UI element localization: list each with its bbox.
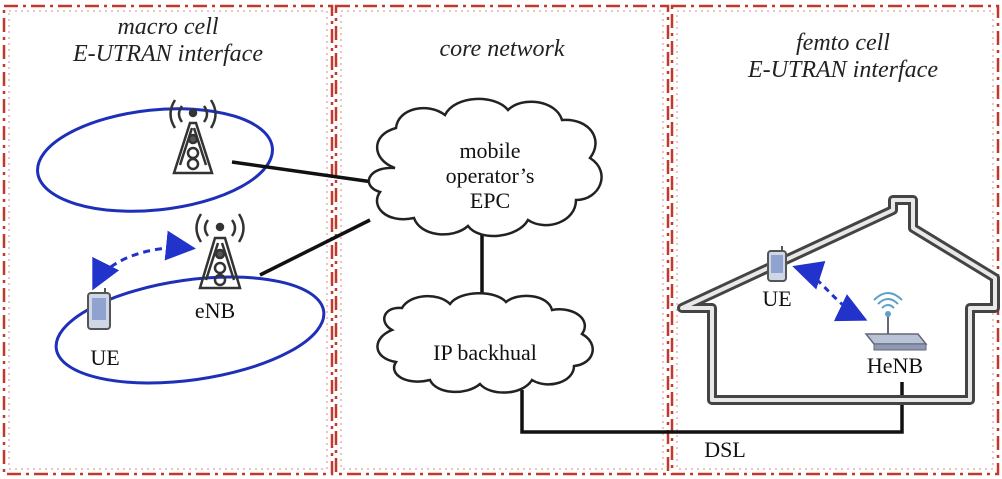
panel-core-network xyxy=(334,4,670,476)
femto-title-line2: E-UTRAN interface xyxy=(748,57,938,83)
femto-ue-phone-icon xyxy=(767,246,787,282)
macro-cell-tower-icon xyxy=(169,99,217,175)
macro-panel-title: macro cell E-UTRAN interface xyxy=(28,14,308,68)
femto-title-line1: femto cell xyxy=(796,30,890,56)
ip-backhaul-cloud-icon xyxy=(376,292,594,394)
panel-femto-cell xyxy=(670,4,1000,476)
panel-macro-cell xyxy=(2,4,334,476)
enb-tower-icon xyxy=(195,213,245,290)
epc-cloud-icon xyxy=(367,97,603,238)
macro-ue-phone-icon xyxy=(87,288,111,330)
link-tower-epc xyxy=(231,160,381,185)
epc-label-line2: operator’s xyxy=(445,163,535,188)
core-title: core network xyxy=(439,36,565,62)
macro-title-line2: E-UTRAN interface xyxy=(73,41,263,67)
dsl-link xyxy=(520,382,904,434)
femto-radio-link xyxy=(792,261,868,322)
ip-backhaul-label: IP backhual xyxy=(433,340,537,365)
link-enb-epc xyxy=(259,218,371,277)
henb-router-icon xyxy=(864,292,928,351)
henb-label: HeNB xyxy=(866,353,924,378)
femto-ue-label: UE xyxy=(762,286,792,311)
femto-panel-title: femto cell E-UTRAN interface xyxy=(708,30,978,84)
macro-radio-link xyxy=(92,230,196,291)
macro-coverage-upper xyxy=(36,107,274,213)
epc-label-line3: EPC xyxy=(469,188,511,213)
epc-label: mobile operator’s EPC xyxy=(415,138,565,213)
core-panel-title: core network xyxy=(372,36,632,63)
macro-title-line1: macro cell xyxy=(117,14,219,40)
macro-ue-label: UE xyxy=(90,345,120,370)
house-icon xyxy=(677,195,1000,405)
dsl-label: DSL xyxy=(704,437,746,462)
epc-label-line1: mobile xyxy=(459,138,521,163)
enb-label: eNB xyxy=(194,298,236,323)
